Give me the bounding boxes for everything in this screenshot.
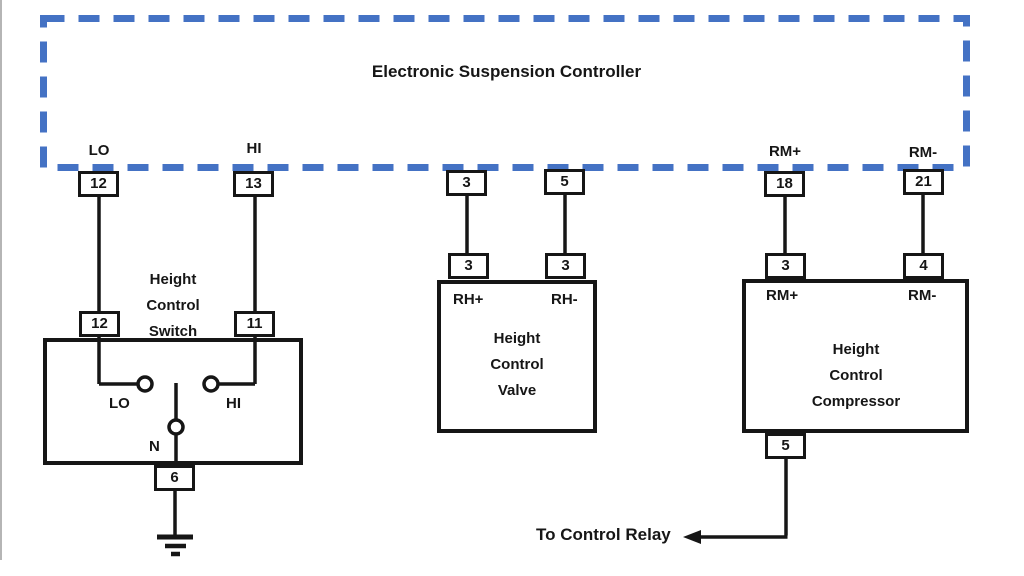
controller-outline — [40, 15, 970, 171]
switch-pin-6: 6 — [154, 465, 195, 491]
controller-pin-13: 13 — [233, 171, 274, 197]
controller-pin-5: 5 — [544, 169, 585, 195]
valve-rh-minus-label: RH- — [551, 291, 578, 308]
valve-pin-3-minus: 3 — [545, 253, 586, 279]
controller-pin-lo-label: LO — [88, 142, 110, 159]
switch-contact-hi-label: HI — [226, 395, 241, 412]
valve-rh-plus-label: RH+ — [453, 291, 484, 308]
controller-pin-12: 12 — [78, 171, 119, 197]
arrow-left-icon — [683, 530, 701, 544]
compressor-pin-3: 3 — [765, 253, 806, 279]
controller-pin-hi-label: HI — [246, 140, 262, 157]
switch-pin-11: 11 — [234, 311, 275, 337]
contact-lo-terminal-icon — [136, 375, 154, 393]
compressor-title: Height Control Compressor — [811, 341, 901, 410]
controller-title: Electronic Suspension Controller — [371, 62, 642, 81]
controller-pin-21: 21 — [903, 169, 944, 195]
switch-contact-lo-label: LO — [109, 395, 130, 412]
controller-pin-18: 18 — [764, 171, 805, 197]
valve-title: Height Control Valve — [490, 330, 544, 399]
compressor-rm-minus-label: RM- — [908, 287, 937, 304]
page-edge-line — [0, 0, 2, 560]
compressor-pin-5: 5 — [765, 433, 806, 459]
compressor-rm-plus-label: RM+ — [766, 287, 799, 304]
controller-pin-rm-minus-label: RM- — [908, 144, 938, 161]
compressor-pin-4: 4 — [903, 253, 944, 279]
height-control-valve-box — [437, 280, 597, 433]
controller-pin-3: 3 — [446, 170, 487, 196]
height-control-switch-box — [43, 338, 303, 465]
controller-pin-rm-plus-label: RM+ — [768, 143, 802, 160]
to-control-relay-label: To Control Relay — [536, 525, 671, 544]
switch-contact-n-label: N — [149, 438, 160, 455]
height-control-compressor-box — [742, 279, 969, 433]
switch-pin-12: 12 — [79, 311, 120, 337]
valve-pin-3-plus: 3 — [448, 253, 489, 279]
contact-hi-terminal-icon — [202, 375, 220, 393]
switch-title: Height Control Switch — [146, 271, 200, 340]
